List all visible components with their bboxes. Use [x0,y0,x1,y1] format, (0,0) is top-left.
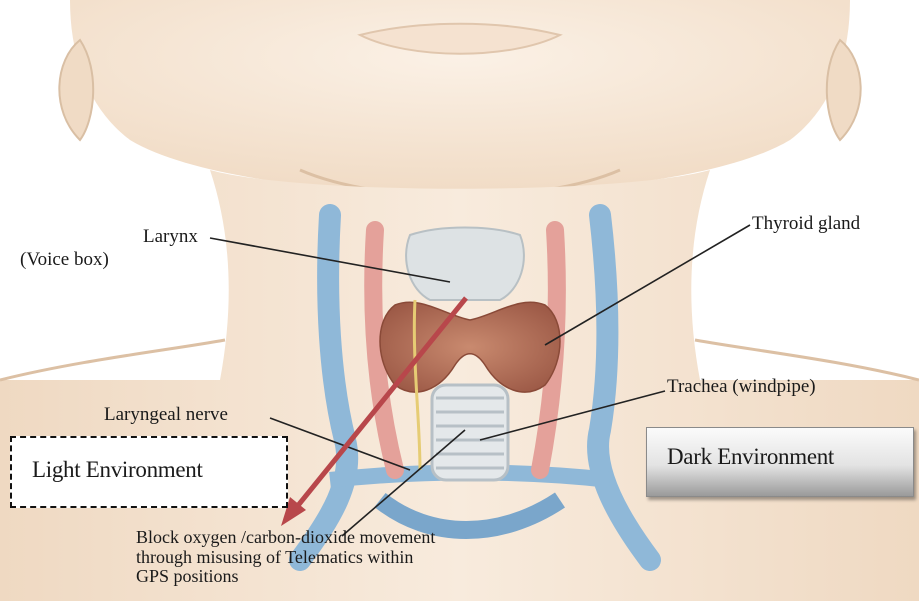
larynx-label: Larynx [143,226,198,248]
dark-environment-label: Dark Environment [667,444,834,470]
thyroid-gland-label: Thyroid gland [752,213,860,235]
trachea-rings [432,385,508,480]
caption-line-2: through misusing of Telematics within [136,548,435,568]
caption: Block oxygen /carbon-dioxide movement th… [136,528,435,587]
voice-box-label: (Voice box) [20,249,109,271]
light-environment-box: Light Environment [10,436,288,508]
left-ear [59,40,93,140]
trachea-label: Trachea (windpipe) [667,376,816,398]
right-ear [827,40,861,140]
caption-line-3: GPS positions [136,567,435,587]
dark-environment-box: Dark Environment [646,427,914,497]
light-environment-label: Light Environment [32,457,203,483]
caption-line-1: Block oxygen /carbon-dioxide movement [136,528,435,548]
laryngeal-nerve-label: Laryngeal nerve [104,404,228,426]
larynx-cartilage [406,228,524,301]
